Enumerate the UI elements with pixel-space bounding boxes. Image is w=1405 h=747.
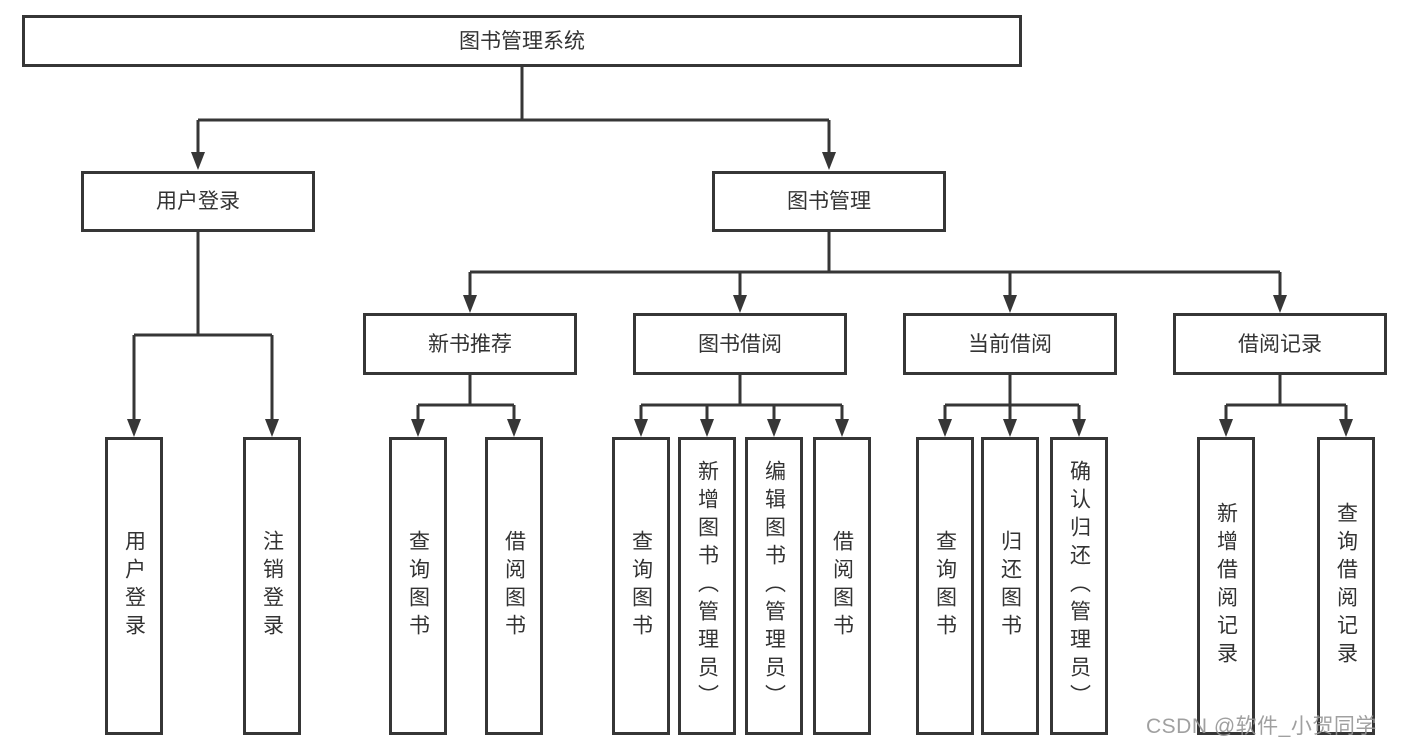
leaf-query-books-recommend: 查询图书 (389, 437, 447, 735)
arrow-down-icon (822, 152, 836, 170)
connector-new-book-recommend (416, 375, 516, 421)
arrow-down-icon (127, 419, 141, 437)
leaf-user-login-label: 用户登录 (122, 530, 146, 642)
leaf-borrow-books-recommend: 借阅图书 (485, 437, 543, 735)
connector-current-borrow (943, 375, 1081, 421)
node-book-borrow-label: 图书借阅 (698, 332, 782, 356)
node-new-book-recommend-label: 新书推荐 (428, 332, 512, 356)
leaf-add-borrow-record: 新增借阅记录 (1197, 437, 1255, 735)
leaf-add-borrow-record-label: 新增借阅记录 (1214, 502, 1238, 670)
leaf-query-books-borrow: 查询图书 (612, 437, 670, 735)
leaf-confirm-return-admin-label: 确认归还（管理员） (1067, 460, 1091, 712)
leaf-query-borrow-record: 查询借阅记录 (1317, 437, 1375, 735)
node-book-management-label: 图书管理 (787, 190, 871, 213)
leaf-return-book-label: 归还图书 (998, 530, 1022, 642)
arrow-down-icon (265, 419, 279, 437)
node-root-label: 图书管理系统 (459, 29, 585, 53)
arrow-down-icon (835, 419, 849, 437)
leaf-add-book-admin: 新增图书（管理员） (678, 437, 736, 735)
arrow-down-icon (634, 419, 648, 437)
node-book-borrow: 图书借阅 (633, 313, 847, 375)
leaf-edit-book-admin-label: 编辑图书（管理员） (762, 460, 786, 712)
node-current-borrow: 当前借阅 (903, 313, 1117, 375)
arrow-down-icon (1003, 295, 1017, 313)
leaf-confirm-return-admin: 确认归还（管理员） (1050, 437, 1108, 735)
node-book-management: 图书管理 (712, 171, 946, 232)
arrow-down-icon (1072, 419, 1086, 437)
node-borrow-records-label: 借阅记录 (1238, 332, 1322, 356)
leaf-user-login: 用户登录 (105, 437, 163, 735)
arrow-down-icon (938, 419, 952, 437)
connector-user-login (132, 232, 274, 421)
node-current-borrow-label: 当前借阅 (968, 332, 1052, 356)
arrow-down-icon (1219, 419, 1233, 437)
arrow-down-icon (1273, 295, 1287, 313)
leaf-add-book-admin-label: 新增图书（管理员） (695, 460, 719, 712)
arrow-down-icon (411, 419, 425, 437)
arrow-down-icon (191, 152, 205, 170)
leaf-query-books-current: 查询图书 (916, 437, 974, 735)
leaf-return-book: 归还图书 (981, 437, 1039, 735)
node-root: 图书管理系统 (22, 15, 1022, 67)
leaf-query-books-current-label: 查询图书 (933, 530, 957, 642)
leaf-query-books-borrow-label: 查询图书 (629, 530, 653, 642)
arrow-down-icon (507, 419, 521, 437)
leaf-logout: 注销登录 (243, 437, 301, 735)
node-borrow-records: 借阅记录 (1173, 313, 1387, 375)
connector-book-borrow (639, 375, 844, 421)
leaf-logout-label: 注销登录 (260, 530, 284, 642)
connector-root (196, 67, 831, 154)
arrow-down-icon (767, 419, 781, 437)
leaf-edit-book-admin: 编辑图书（管理员） (745, 437, 803, 735)
leaf-borrow-books-2-label: 借阅图书 (830, 530, 854, 642)
arrow-down-icon (733, 295, 747, 313)
node-user-login-label: 用户登录 (156, 190, 240, 213)
connector-borrow-records (1224, 375, 1348, 421)
arrow-down-icon (1339, 419, 1353, 437)
arrow-down-icon (463, 295, 477, 313)
arrow-down-icon (700, 419, 714, 437)
leaf-borrow-books-recommend-label: 借阅图书 (502, 530, 526, 642)
arrow-down-icon (1003, 419, 1017, 437)
leaf-query-books-recommend-label: 查询图书 (406, 530, 430, 642)
node-new-book-recommend: 新书推荐 (363, 313, 577, 375)
connector-book-management (468, 232, 1282, 297)
leaf-borrow-books-2: 借阅图书 (813, 437, 871, 735)
leaf-query-borrow-record-label: 查询借阅记录 (1334, 502, 1358, 670)
node-user-login: 用户登录 (81, 171, 315, 232)
